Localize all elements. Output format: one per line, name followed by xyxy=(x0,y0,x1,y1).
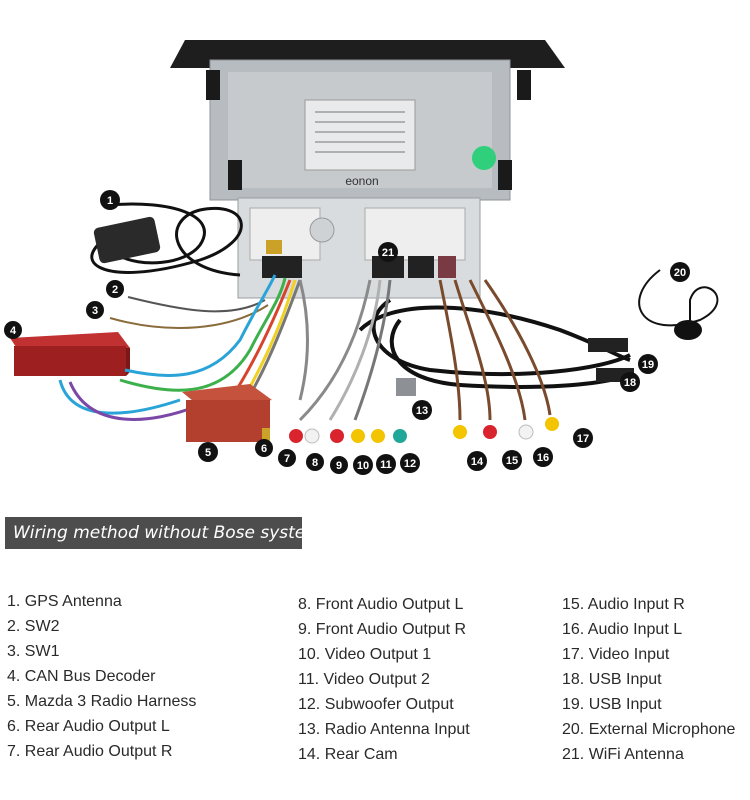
legend-item: 20. External Microphone xyxy=(562,721,736,738)
external-microphone xyxy=(638,269,719,340)
callout-13: 13 xyxy=(412,400,432,420)
callout-5: 5 xyxy=(198,442,218,462)
svg-text:7: 7 xyxy=(284,453,290,465)
svg-text:9: 9 xyxy=(336,460,342,472)
svg-text:21: 21 xyxy=(382,247,394,259)
svg-text:13: 13 xyxy=(416,405,428,417)
legend-item: 16. Audio Input L xyxy=(562,621,683,638)
callout-18: 18 xyxy=(620,372,640,392)
callout-21: 21 xyxy=(378,242,398,262)
callout-20: 20 xyxy=(670,262,690,282)
legend-item: 10. Video Output 1 xyxy=(298,646,432,663)
svg-text:1: 1 xyxy=(107,195,113,207)
callout-4: 4 xyxy=(4,321,22,339)
callout-6: 6 xyxy=(255,439,273,457)
sw-wires xyxy=(109,296,269,329)
svg-text:8: 8 xyxy=(312,457,318,469)
rca-connectors xyxy=(262,378,559,444)
legend-item: 8. Front Audio Output L xyxy=(298,596,464,613)
legend-item: 21. WiFi Antenna xyxy=(562,746,684,763)
svg-text:17: 17 xyxy=(577,433,589,445)
legend-item: 17. Video Input xyxy=(562,646,670,663)
svg-text:3: 3 xyxy=(92,305,98,317)
svg-text:10: 10 xyxy=(357,460,369,472)
usb-plug xyxy=(588,338,628,352)
legend-item: 19. USB Input xyxy=(562,696,662,713)
callout-11: 11 xyxy=(376,454,396,474)
mazda-radio-harness xyxy=(182,384,272,442)
legend-item: 14. Rear Cam xyxy=(298,746,398,763)
callout-14: 14 xyxy=(467,451,487,471)
legend-item: 7. Rear Audio Output R xyxy=(7,743,173,760)
brand-label: eonon xyxy=(345,174,378,188)
svg-text:19: 19 xyxy=(642,359,654,371)
svg-text:11: 11 xyxy=(380,459,392,471)
callout-9: 9 xyxy=(330,456,348,474)
svg-text:16: 16 xyxy=(537,452,549,464)
svg-text:14: 14 xyxy=(471,456,484,468)
legend-item: 5. Mazda 3 Radio Harness xyxy=(7,693,197,710)
callout-10: 10 xyxy=(353,455,373,475)
legend-item: 15. Audio Input R xyxy=(562,596,685,613)
callout-12: 12 xyxy=(400,453,420,473)
callout-8: 8 xyxy=(306,453,324,471)
svg-text:15: 15 xyxy=(506,455,518,467)
callout-15: 15 xyxy=(502,450,522,470)
can-bus-decoder xyxy=(10,332,130,376)
legend-item: 6. Rear Audio Output L xyxy=(7,718,170,735)
product-photo: eonon xyxy=(4,40,719,475)
legend-item: 18. USB Input xyxy=(562,671,662,688)
legend-item: 1. GPS Antenna xyxy=(7,593,122,610)
harness-wires xyxy=(58,274,309,421)
legend-item: 11. Video Output 2 xyxy=(298,671,430,688)
callout-3: 3 xyxy=(86,301,104,319)
callout-16: 16 xyxy=(533,447,553,467)
legend-item: 3. SW1 xyxy=(7,643,60,660)
caption-banner: Wiring method without Bose system. xyxy=(5,517,327,549)
legend-item: 2. SW2 xyxy=(7,618,60,635)
legend-column-3: 15. Audio Input R 16. Audio Input L 17. … xyxy=(562,592,735,767)
callout-markers: 1 2 3 4 5 6 7 8 9 10 11 12 13 14 15 16 1… xyxy=(4,190,690,475)
legend-item: 9. Front Audio Output R xyxy=(298,621,467,638)
svg-text:5: 5 xyxy=(205,447,211,459)
svg-text:20: 20 xyxy=(674,267,686,279)
svg-text:2: 2 xyxy=(112,284,118,296)
legend-column-2: 8. Front Audio Output L 9. Front Audio O… xyxy=(298,592,470,767)
callout-19: 19 xyxy=(638,354,658,374)
legend-item: 4. CAN Bus Decoder xyxy=(7,668,156,685)
gps-antenna xyxy=(90,202,243,277)
svg-text:4: 4 xyxy=(10,325,17,337)
callout-17: 17 xyxy=(573,428,593,448)
svg-text:18: 18 xyxy=(624,377,636,389)
legend-item: 13. Radio Antenna Input xyxy=(298,721,470,738)
svg-text:12: 12 xyxy=(404,458,416,470)
head-unit: eonon xyxy=(170,40,565,299)
callout-2: 2 xyxy=(106,280,124,298)
callout-7: 7 xyxy=(278,449,296,467)
legend-column-1: 1. GPS Antenna 2. SW2 3. SW1 4. CAN Bus … xyxy=(7,589,196,764)
svg-text:6: 6 xyxy=(261,443,267,455)
legend-item: 12. Subwoofer Output xyxy=(298,696,454,713)
callout-1: 1 xyxy=(100,190,120,210)
